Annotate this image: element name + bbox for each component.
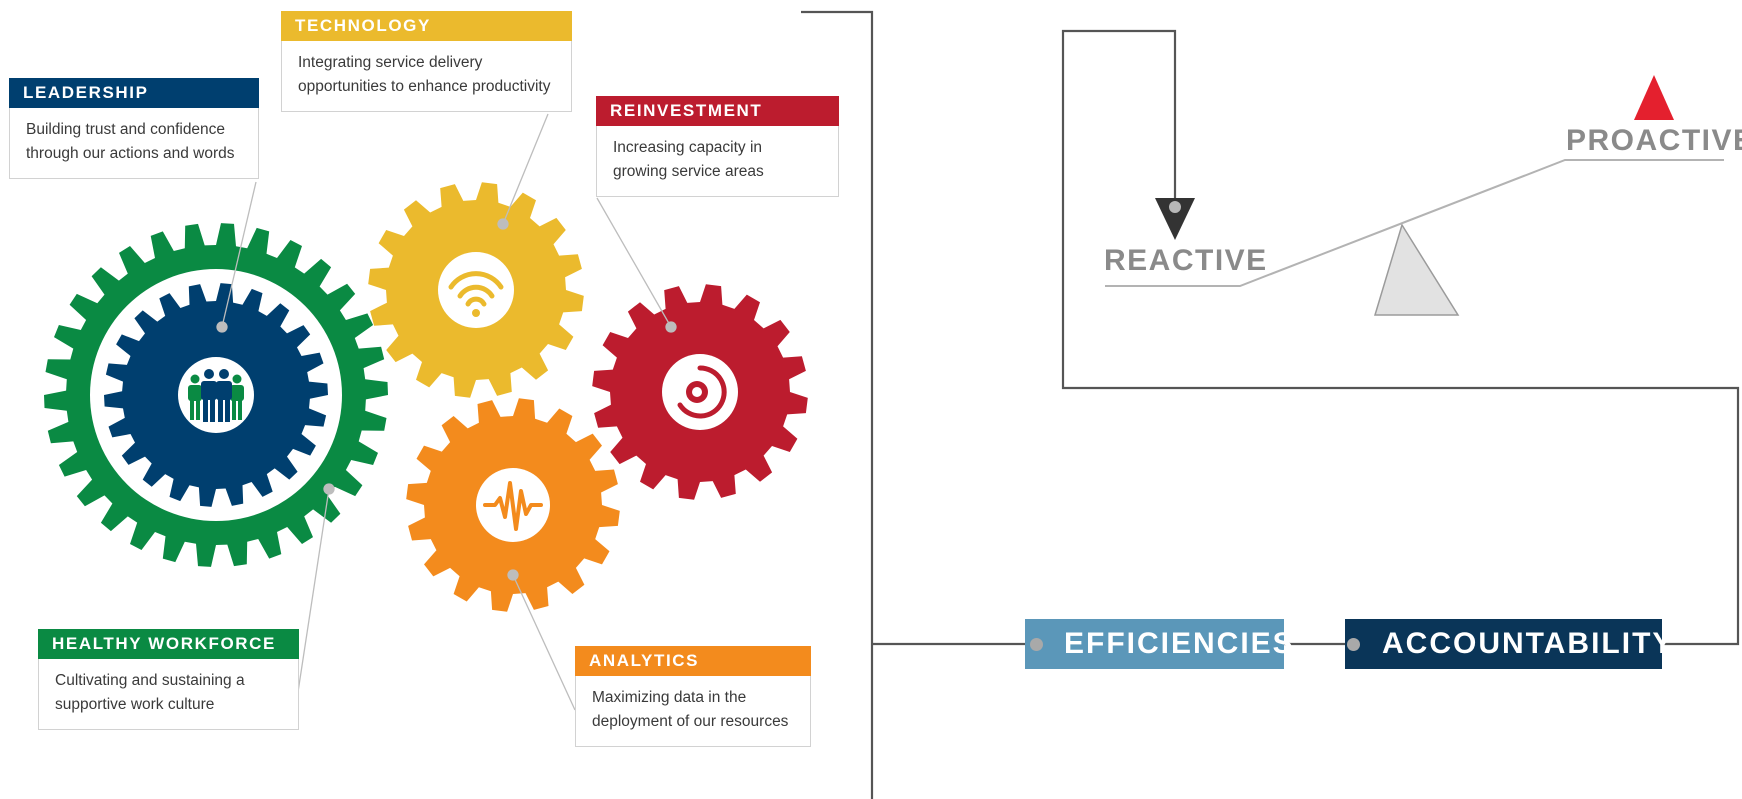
leadership-callout: LEADERSHIP Building trust and confidence… <box>9 78 259 179</box>
healthy-workforce-line-1: Cultivating and sustaining a <box>55 672 245 689</box>
healthy-workforce-leader-dot <box>323 483 335 495</box>
seesaw-beam <box>1105 159 1724 287</box>
leader-lines <box>216 113 677 711</box>
leadership-leader-dot <box>216 321 228 333</box>
balance-scale <box>1105 75 1724 316</box>
analytics-leader-dot <box>507 569 519 581</box>
reinvestment-line-2: growing service areas <box>613 163 764 180</box>
reactive-marker-dot <box>1169 201 1181 213</box>
proactive-label: PROACTIVE <box>1566 124 1742 157</box>
reinvestment-description: Increasing capacity in growing service a… <box>596 126 839 197</box>
leadership-title: LEADERSHIP <box>9 78 259 108</box>
leadership-description: Building trust and confidence through ou… <box>9 108 259 179</box>
reinvestment-leader-dot <box>665 321 677 333</box>
leadership-line-1: Building trust and confidence <box>26 121 226 138</box>
analytics-leader-line <box>512 574 576 711</box>
gear-icons <box>178 252 738 542</box>
analytics-description: Maximizing data in the deployment of our… <box>575 676 811 747</box>
target-icon <box>662 354 738 430</box>
leadership-line-2: through our actions and words <box>26 145 235 162</box>
reinvestment-leader-line <box>596 197 672 328</box>
waveform-icon <box>476 468 550 542</box>
reinvestment-line-1: Increasing capacity in <box>613 139 763 156</box>
reinvestment-callout: REINVESTMENT Increasing capacity in grow… <box>596 96 839 197</box>
leadership-leader-line <box>221 181 257 328</box>
healthy-workforce-line-2: supportive work culture <box>55 696 215 713</box>
analytics-line-1: Maximizing data in the <box>592 689 747 706</box>
fulcrum-triangle <box>1373 223 1460 316</box>
technology-callout: TECHNOLOGY Integrating service delivery … <box>281 11 572 112</box>
technology-description: Integrating service delivery opportuniti… <box>281 41 572 112</box>
efficiencies-label: EFFICIENCIES <box>1064 627 1295 660</box>
technology-leader-dot <box>497 218 509 230</box>
accountability-label: ACCOUNTABILITY <box>1382 627 1675 660</box>
technology-line-1: Integrating service delivery <box>298 54 483 71</box>
frame-bracket-line <box>801 10 874 799</box>
wifi-icon <box>438 252 514 328</box>
reactive-marker-icon <box>1155 198 1195 240</box>
healthy-workforce-description: Cultivating and sustaining a supportive … <box>38 659 299 730</box>
accountability-dot <box>1347 638 1360 651</box>
connector-lines <box>801 10 1740 799</box>
technology-title: TECHNOLOGY <box>281 11 572 41</box>
healthy-workforce-title: HEALTHY WORKFORCE <box>38 629 299 659</box>
reactive-label: REACTIVE <box>1104 244 1268 277</box>
accountability-pill: ACCOUNTABILITY <box>1345 619 1672 669</box>
reinvestment-title: REINVESTMENT <box>596 96 839 126</box>
healthy-workforce-callout: HEALTHY WORKFORCE Cultivating and sustai… <box>38 629 299 730</box>
accountability-return-line <box>1061 29 1740 646</box>
analytics-line-2: deployment of our resources <box>592 713 789 730</box>
technology-line-2: opportunities to enhance productivity <box>298 78 551 95</box>
analytics-title: ANALYTICS <box>575 646 811 676</box>
healthy-workforce-leader-line <box>297 488 330 693</box>
efficiencies-pill: EFFICIENCIES <box>1025 619 1293 669</box>
people-group-icon <box>178 357 254 433</box>
technology-leader-line <box>502 113 549 225</box>
proactive-marker-icon <box>1634 75 1674 120</box>
analytics-callout: ANALYTICS Maximizing data in the deploym… <box>575 646 811 747</box>
efficiencies-dot <box>1030 638 1043 651</box>
